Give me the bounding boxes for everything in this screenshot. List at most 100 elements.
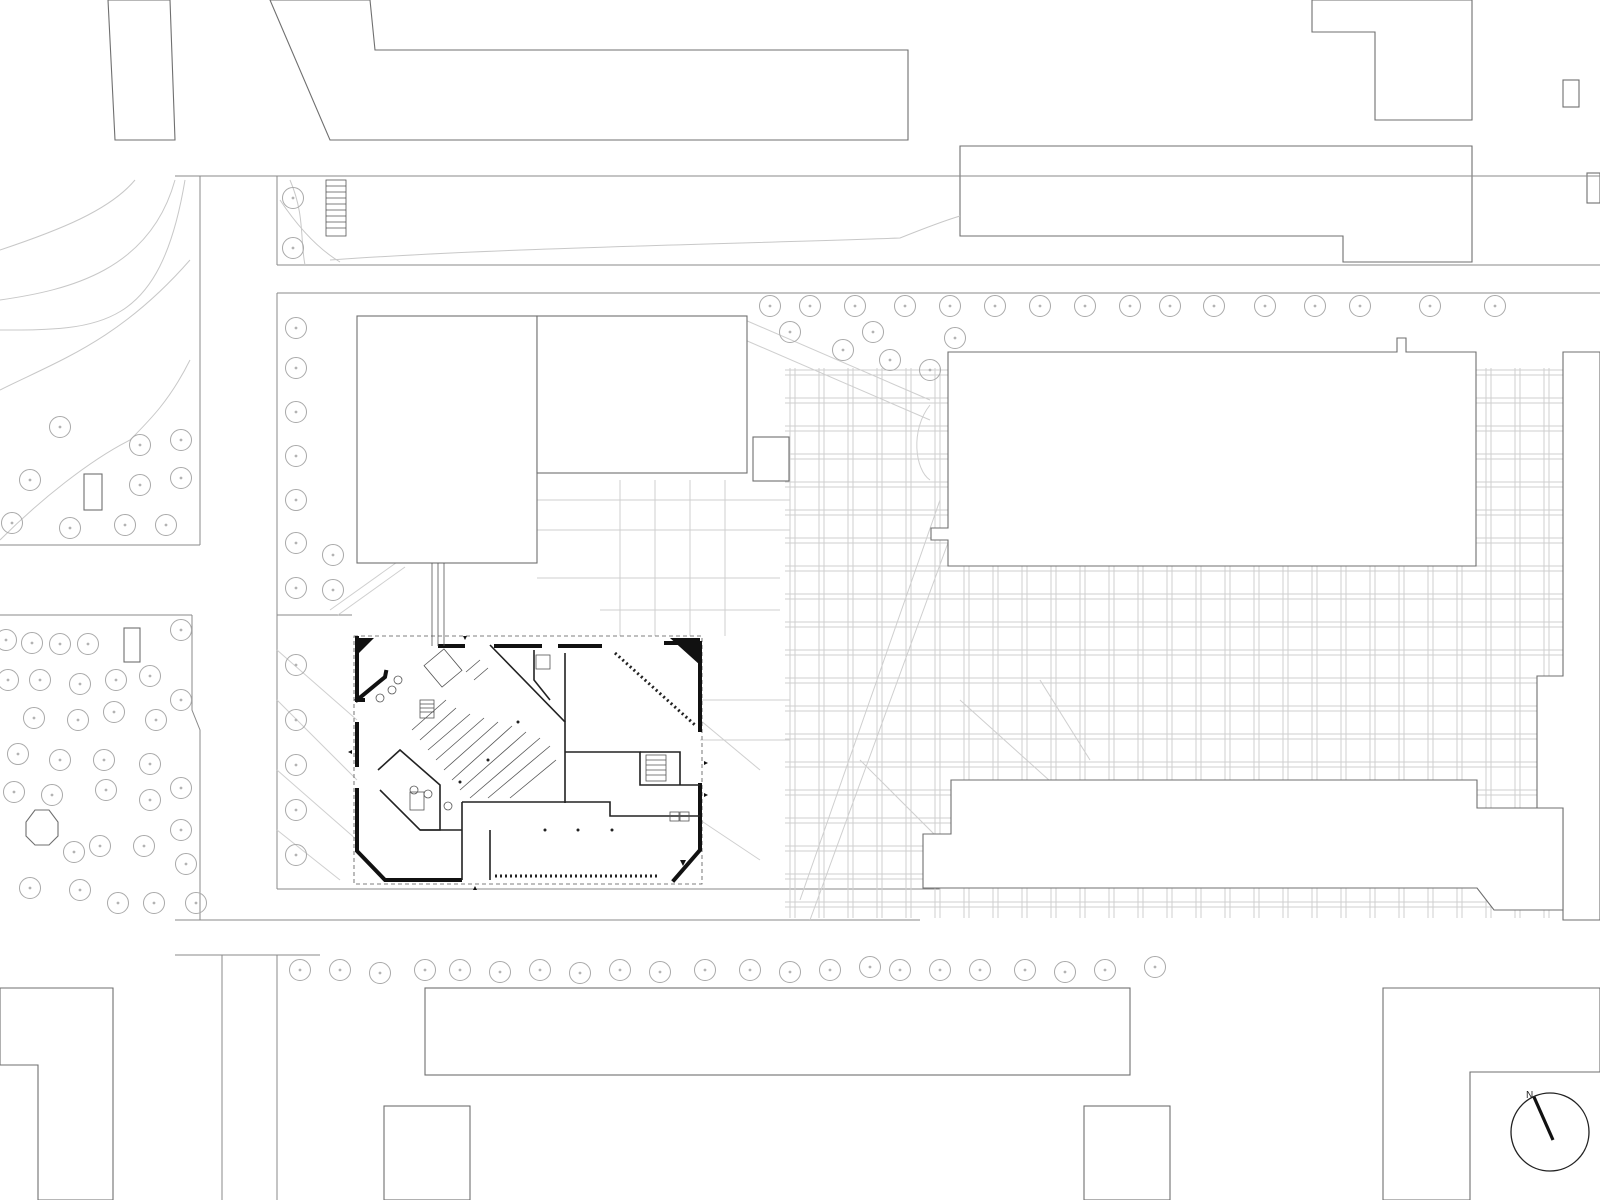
tree-icon	[145, 709, 167, 731]
tree-icon	[529, 959, 551, 981]
tree-icon	[1014, 959, 1036, 981]
tree-icon	[49, 416, 71, 438]
tree-icon	[282, 237, 304, 259]
tree-icon	[3, 781, 25, 803]
context-buildings-south	[0, 987, 1600, 1200]
tree-icon	[1029, 295, 1051, 317]
tree-icon	[779, 961, 801, 983]
tree-icon	[285, 577, 307, 599]
tree-icon	[984, 295, 1006, 317]
tree-icon	[449, 959, 471, 981]
tree-icon	[285, 844, 307, 866]
tree-icon	[114, 514, 136, 536]
central-buildings	[356, 315, 1600, 921]
north-arrow-icon: N	[1510, 1090, 1590, 1172]
tree-icon	[29, 669, 51, 691]
tree-icon	[844, 295, 866, 317]
tree-icon	[609, 959, 631, 981]
tree-icon	[89, 835, 111, 857]
tree-icon	[1, 512, 23, 534]
tree-icon	[1304, 295, 1326, 317]
tree-icon	[1159, 295, 1181, 317]
tree-icon	[49, 633, 71, 655]
park-kiosk	[123, 627, 141, 663]
tree-icon	[0, 669, 19, 691]
tree-icon	[1419, 295, 1441, 317]
tree-icon	[285, 401, 307, 423]
tree-icon	[1144, 956, 1166, 978]
tree-icon	[170, 819, 192, 841]
tree-icon	[19, 877, 41, 899]
tree-icon	[1094, 959, 1116, 981]
tree-icon	[170, 619, 192, 641]
tree-icon	[93, 749, 115, 771]
tree-icon	[1054, 961, 1076, 983]
tree-icon	[329, 959, 351, 981]
tree-icon	[322, 544, 344, 566]
tree-icon	[862, 321, 884, 343]
tree-icon	[21, 632, 43, 654]
tree-icon	[107, 892, 129, 914]
tree-icon	[819, 959, 841, 981]
tree-icon	[19, 469, 41, 491]
tree-icon	[889, 959, 911, 981]
tree-icon	[175, 853, 197, 875]
tree-icon	[105, 669, 127, 691]
tree-icon	[23, 707, 45, 729]
tree-icon	[103, 701, 125, 723]
tree-icon	[77, 633, 99, 655]
tree-icon	[879, 349, 901, 371]
tree-icon	[285, 317, 307, 339]
tree-icon	[939, 295, 961, 317]
tree-icon	[139, 665, 161, 687]
tree-icon	[1119, 295, 1141, 317]
tree-icon	[129, 474, 151, 496]
tree-icon	[7, 743, 29, 765]
tree-icon	[759, 295, 781, 317]
tree-icon	[170, 777, 192, 799]
tree-icon	[285, 654, 307, 676]
tree-icon	[41, 784, 63, 806]
tree-icon	[799, 295, 821, 317]
tree-icon	[285, 445, 307, 467]
tree-icon	[694, 959, 716, 981]
tree-icon	[129, 434, 151, 456]
tree-icon	[49, 749, 71, 771]
tree-icon	[69, 673, 91, 695]
tree-icon	[779, 321, 801, 343]
tree-icon	[69, 879, 91, 901]
tree-icon	[929, 959, 951, 981]
tree-icon	[1349, 295, 1371, 317]
tree-icon	[489, 961, 511, 983]
park-kiosk	[83, 473, 103, 511]
tree-icon	[63, 841, 85, 863]
tree-icon	[322, 579, 344, 601]
tree-icon	[155, 514, 177, 536]
tree-icon	[414, 959, 436, 981]
tree-icon	[944, 327, 966, 349]
tree-icon	[139, 753, 161, 775]
library-floor-plan	[348, 563, 708, 890]
tree-icon	[133, 835, 155, 857]
tree-icon	[0, 629, 17, 651]
tree-icon	[739, 959, 761, 981]
north-arrow-label: N	[1526, 1090, 1533, 1101]
tree-icon	[139, 789, 161, 811]
tree-icon	[285, 532, 307, 554]
tree-icon	[285, 799, 307, 821]
tree-icon	[969, 959, 991, 981]
tree-icon	[859, 956, 881, 978]
tree-icon	[285, 709, 307, 731]
tree-icon	[170, 467, 192, 489]
tree-icon	[369, 962, 391, 984]
outdoor-stair	[325, 179, 347, 237]
context-buildings-north	[107, 0, 1600, 263]
tree-icon	[649, 961, 671, 983]
tree-icon	[170, 429, 192, 451]
tree-icon	[285, 357, 307, 379]
tree-icon	[1074, 295, 1096, 317]
tree-icon	[95, 779, 117, 801]
tree-icon	[285, 489, 307, 511]
streets	[0, 175, 1600, 1200]
